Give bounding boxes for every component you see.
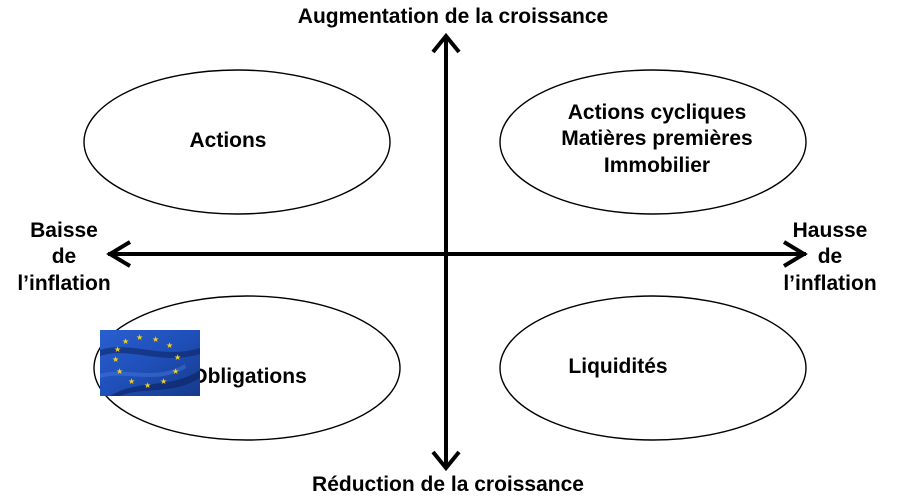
left-arrowhead [106,240,132,268]
axis-right-line-2: de [817,245,843,269]
quadrant-bottom-left-text: Obligations [119,364,379,390]
svg-text:★: ★ [174,353,181,362]
axis-left-label: Baisse de l’inflation [0,218,134,297]
axis-right-line-3: l’inflation [783,271,877,295]
quadrant-top-right-line-1: Actions cycliques [567,101,747,124]
svg-text:★: ★ [172,367,179,376]
eu-flag-icon: ★ ★ ★ ★ ★ ★ ★ ★ ★ ★ ★ ★ [100,330,200,396]
axis-bottom-title: Réduction de la croissance [312,473,584,496]
quadrant-top-right-line-3: Immobilier [603,153,711,177]
quadrant-top-right-line-2: Matières premières [561,127,753,151]
ellipse-bottom-left [93,295,401,441]
svg-text:★: ★ [128,377,135,386]
right-arrowhead [782,240,808,268]
eu-flag-graphic: ★ ★ ★ ★ ★ ★ ★ ★ ★ ★ ★ ★ [100,330,200,396]
axis-left-line-3: l’inflation [17,271,111,295]
ellipse-top-left [83,69,391,215]
svg-text:★: ★ [136,333,143,342]
svg-text:★: ★ [112,355,119,364]
svg-text:★: ★ [114,345,121,354]
quadrant-bottom-left-line-1: Obligations [191,365,307,388]
quadrant-top-left-text: Actions [98,128,358,154]
svg-text:★: ★ [152,335,159,344]
axis-left-line-1: Baisse [30,219,98,242]
svg-text:★: ★ [160,377,167,386]
svg-text:★: ★ [116,367,123,376]
svg-text:★: ★ [144,381,151,390]
quadrant-bottom-right-line-1: Liquidités [568,355,668,378]
up-arrowhead [431,32,461,54]
axis-top-title: Augmentation de la croissance [297,5,609,28]
axis-right-line-1: Hausse [792,219,868,242]
ellipse-top-right [499,69,807,215]
axis-right-label: Hausse de l’inflation [760,218,900,297]
down-arrowhead [431,450,461,472]
ellipse-bottom-right [499,295,807,441]
axis-left-line-2: de [51,245,77,269]
quadrant-bottom-right-text: Liquidités [488,354,748,380]
quadrant-top-left-line-1: Actions [189,129,267,152]
svg-text:★: ★ [122,337,129,346]
quadrant-top-right-text: Actions cycliques Matières premières Imm… [527,100,787,179]
svg-text:★: ★ [166,341,173,350]
